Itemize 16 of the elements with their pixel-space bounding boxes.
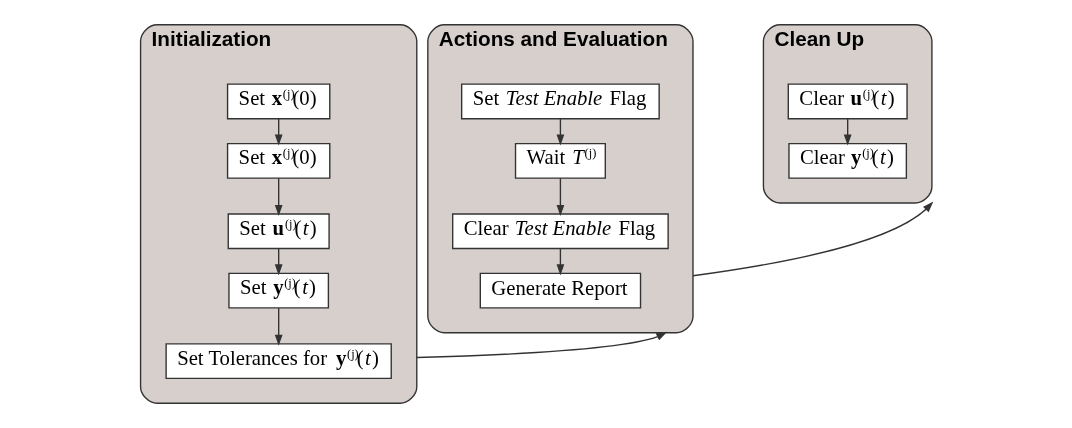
arrow bbox=[415, 331, 667, 359]
node-box: Set Test Enable Flag bbox=[460, 83, 660, 120]
arrow bbox=[274, 307, 283, 346]
node-box: Set y$^{(j)}$(t) bbox=[227, 272, 329, 309]
node-box: Generate Report bbox=[479, 272, 641, 309]
arrow bbox=[556, 177, 564, 217]
node-box: Set x$^{(j)}$(0) bbox=[226, 83, 330, 120]
arrow bbox=[274, 177, 283, 217]
arrow bbox=[691, 201, 933, 277]
node-box: Clear Test Enable Flag bbox=[451, 213, 669, 250]
node-box: Set u$^{(j)}$(t) bbox=[227, 213, 330, 250]
node-box: Clear u$^{(j)}$(t) bbox=[787, 83, 908, 120]
node-box: Set Tolerances for y$^{(j)}$(t) bbox=[164, 343, 392, 380]
node-box: Wait T$^{(j)}$ bbox=[514, 142, 606, 179]
node-box: Set x$^{(j)}$(0) bbox=[226, 142, 330, 179]
node-box: Clear y$^{(j)}$(t) bbox=[787, 142, 907, 179]
